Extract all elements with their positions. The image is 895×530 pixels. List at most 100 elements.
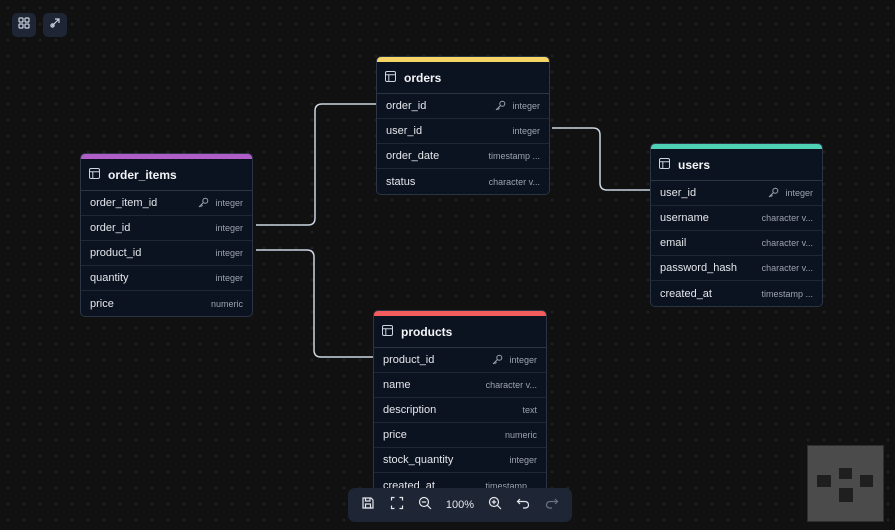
table-accent-bar	[374, 311, 546, 316]
column-name: product_id	[90, 247, 142, 259]
undo-icon	[516, 496, 530, 515]
table-users[interactable]: users user_id integer username character…	[650, 143, 823, 307]
table-row[interactable]: created_at timestamp ...	[651, 281, 822, 306]
column-type: integer	[215, 198, 243, 208]
table-accent-bar	[377, 57, 549, 62]
zoom-in-button[interactable]	[484, 494, 506, 516]
table-row[interactable]: order_date timestamp ...	[377, 144, 549, 169]
save-button[interactable]	[357, 494, 379, 516]
table-row[interactable]: price numeric	[374, 423, 546, 448]
column-name: status	[386, 175, 416, 188]
table-row[interactable]: price numeric	[81, 291, 252, 316]
column-type: integer	[512, 126, 540, 136]
fit-view-icon	[390, 496, 404, 515]
column-type: character v...	[485, 380, 537, 390]
edge-order_items-orders	[256, 103, 376, 226]
table-title: order_items	[108, 167, 177, 182]
table-accent-bar	[81, 154, 252, 159]
table-title: products	[401, 324, 453, 339]
column-name: price	[383, 429, 407, 441]
column-name: user_id	[386, 125, 423, 137]
column-type: timestamp ...	[761, 288, 813, 299]
column-name: name	[383, 379, 411, 391]
minimap[interactable]	[807, 445, 884, 522]
column-type: numeric	[504, 430, 537, 440]
key-icon	[198, 197, 209, 210]
column-name: stock_quantity	[383, 454, 454, 466]
table-row[interactable]: password_hash character v...	[651, 256, 822, 281]
table-title: orders	[404, 70, 442, 85]
table-header[interactable]: orders	[377, 62, 549, 94]
zoom-level: 100%	[445, 499, 475, 511]
key-icon	[768, 187, 779, 200]
column-type: character v...	[761, 263, 813, 273]
column-name: order_id	[90, 222, 131, 234]
column-type: integer	[215, 273, 243, 283]
column-type: character v...	[761, 213, 813, 223]
table-accent-bar	[651, 144, 822, 149]
fit-view-button[interactable]	[386, 494, 408, 516]
table-row[interactable]: user_id integer	[377, 119, 549, 144]
column-name: order_item_id	[90, 197, 158, 209]
column-name: price	[90, 297, 114, 310]
table-row[interactable]: quantity integer	[81, 266, 252, 291]
table-row[interactable]: description text	[374, 398, 546, 423]
table-icon	[89, 167, 100, 182]
column-name: password_hash	[660, 262, 738, 274]
column-name: user_id	[660, 187, 697, 199]
table-row[interactable]: product_id integer	[81, 241, 252, 266]
connection-button[interactable]	[43, 13, 67, 37]
column-type: timestamp ...	[488, 151, 540, 161]
column-type: integer	[509, 355, 537, 365]
edge-order_items-products	[256, 249, 373, 358]
grid-view-button[interactable]	[12, 13, 36, 37]
table-row[interactable]: stock_quantity integer	[374, 448, 546, 473]
table-row[interactable]: user_id integer	[651, 181, 822, 206]
table-icon	[382, 324, 393, 339]
table-orders[interactable]: orders order_id integer user_id integer …	[376, 56, 550, 195]
redo-icon	[545, 496, 559, 515]
redo-button[interactable]	[541, 494, 563, 516]
minimap-node	[860, 475, 873, 487]
table-products[interactable]: products product_id integer name charact…	[373, 310, 547, 499]
column-name: email	[660, 237, 687, 249]
column-name: created_at	[660, 287, 712, 300]
column-type: character v...	[761, 238, 813, 248]
column-name: product_id	[383, 354, 435, 366]
table-row[interactable]: order_id integer	[81, 216, 252, 241]
table-header[interactable]: users	[651, 149, 822, 181]
table-row[interactable]: status character v...	[377, 169, 549, 194]
connection-icon	[49, 16, 62, 34]
column-name: order_date	[386, 150, 440, 162]
column-name: quantity	[90, 272, 129, 284]
save-icon	[361, 496, 375, 515]
key-icon	[492, 354, 503, 367]
table-header[interactable]: products	[374, 316, 546, 348]
column-type: integer	[215, 223, 243, 233]
minimap-node	[817, 475, 831, 487]
zoom-out-icon	[418, 496, 432, 515]
zoom-out-button[interactable]	[414, 494, 436, 516]
table-row[interactable]: username character v...	[651, 206, 822, 231]
table-order_items[interactable]: order_items order_item_id integer order_…	[80, 153, 253, 317]
column-type: integer	[509, 455, 537, 465]
table-icon	[659, 157, 670, 172]
column-type: timestamp ...	[485, 480, 537, 491]
column-type: integer	[785, 188, 813, 198]
grid-icon	[18, 16, 30, 34]
column-type: numeric	[210, 298, 243, 309]
canvas-toolbar: 100%	[348, 488, 572, 522]
table-row[interactable]: product_id integer	[374, 348, 546, 373]
table-row[interactable]: name character v...	[374, 373, 546, 398]
column-name: username	[660, 212, 709, 224]
key-icon	[495, 100, 506, 113]
zoom-in-icon	[488, 496, 502, 515]
column-type: integer	[215, 248, 243, 258]
edge-orders-users	[552, 127, 650, 191]
table-row[interactable]: order_id integer	[377, 94, 549, 119]
table-row[interactable]: order_item_id integer	[81, 191, 252, 216]
table-row[interactable]: email character v...	[651, 231, 822, 256]
column-type: character v...	[488, 176, 540, 187]
table-header[interactable]: order_items	[81, 159, 252, 191]
undo-button[interactable]	[512, 494, 534, 516]
